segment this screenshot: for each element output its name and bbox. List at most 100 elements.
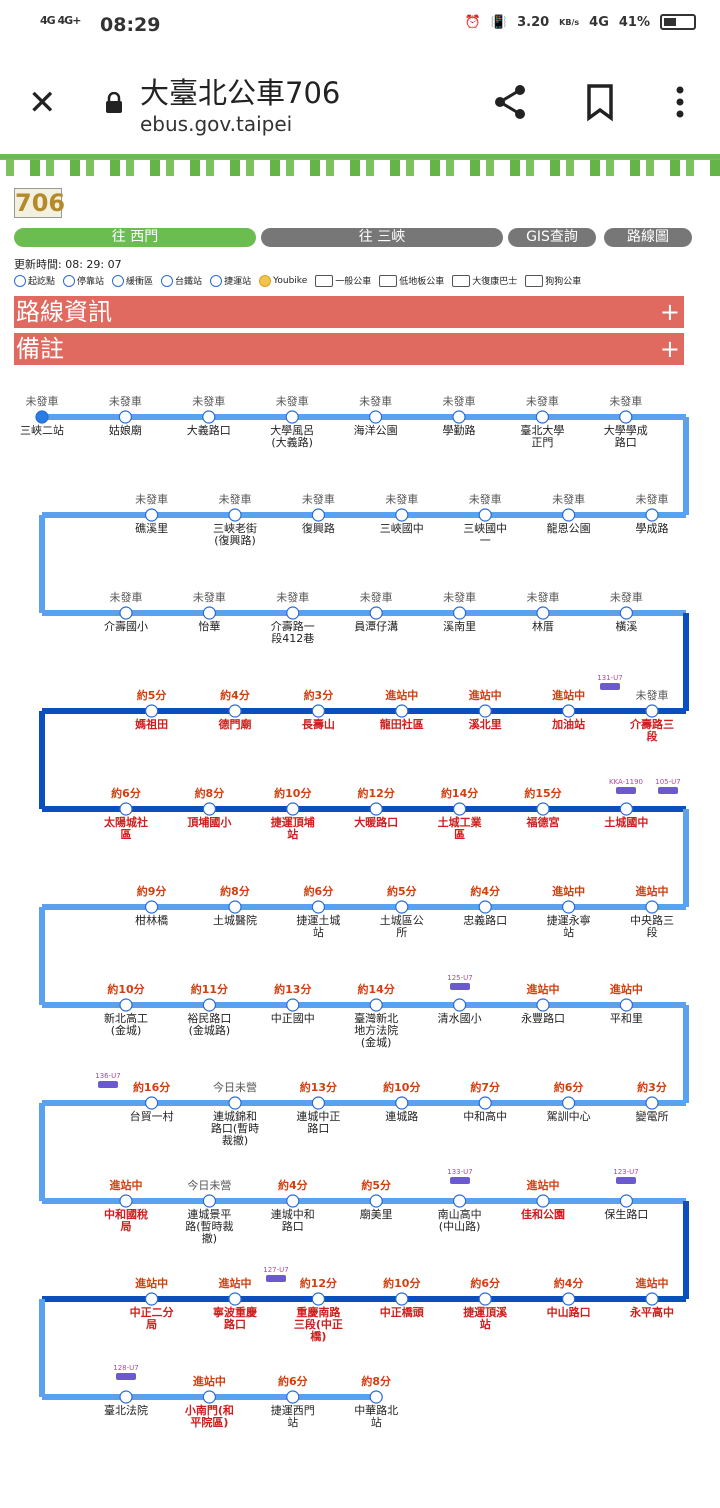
stop[interactable]: 約14分臺灣新北 地方法院 (金城) (334, 983, 418, 1049)
stop[interactable]: 未發車臺北大學 正門 (500, 395, 584, 449)
stop[interactable]: 約6分捷運頂溪 站 (443, 1277, 527, 1331)
stop[interactable]: 約6分捷運土城 站 (276, 885, 360, 939)
stop[interactable]: 約14分土城工業 區 (418, 787, 502, 841)
stop[interactable]: 進站中寧波重慶 路口 (193, 1277, 277, 1331)
stop[interactable]: 約6分捷運西門 站 (251, 1375, 335, 1429)
stop[interactable]: 未發車大學學成 路口 (584, 395, 668, 449)
bus-icon[interactable]: 105-U7 (648, 778, 688, 794)
bus-icon[interactable]: KKA-1190 (606, 778, 646, 794)
stop[interactable]: 約4分中山路口 (527, 1277, 611, 1319)
stop[interactable]: 約3分長壽山 (276, 689, 360, 731)
stop[interactable]: 約12分大暖路口 (334, 787, 418, 829)
stop[interactable]: 進站中溪北里 (443, 689, 527, 731)
stop[interactable]: 約10分捷運頂埔 站 (251, 787, 335, 841)
stop[interactable]: 未發車介壽路一 段412巷 (251, 591, 335, 645)
stop[interactable]: 未發車海洋公園 (334, 395, 418, 437)
stop[interactable]: 約11分裕民路口 (金城路) (167, 983, 251, 1037)
stop[interactable]: 約13分中正國中 (251, 983, 335, 1025)
stop[interactable]: 約4分連城中和 路口 (251, 1179, 335, 1233)
stop[interactable]: 約4分德門廟 (193, 689, 277, 731)
page-url[interactable]: ebus.gov.taipei (140, 112, 293, 136)
stop[interactable]: 未發車復興路 (276, 493, 360, 535)
stop[interactable]: 約13分連城中正 路口 (276, 1081, 360, 1135)
stop[interactable]: 約5分土城區公 所 (360, 885, 444, 939)
stop[interactable]: 未發車龍恩公園 (527, 493, 611, 535)
stop[interactable]: 未發車三峽老街 (復興路) (193, 493, 277, 547)
stop[interactable]: 約8分中華路北 站 (334, 1375, 418, 1429)
more-menu-icon[interactable] (660, 82, 700, 122)
bus-icon[interactable]: 127-U7 (256, 1266, 296, 1282)
stop[interactable]: 未發車介壽國小 (84, 591, 168, 633)
stop[interactable]: 未發車姑娘廟 (83, 395, 167, 437)
bus-icon[interactable]: 136-U7 (88, 1072, 128, 1088)
stop[interactable]: 南山高中 (中山路) (418, 1179, 502, 1233)
bookmark-icon[interactable] (580, 82, 620, 122)
stop[interactable]: 未發車三峽國中 (360, 493, 444, 535)
stop[interactable]: 未發車員潭仔溝 (334, 591, 418, 633)
stop[interactable]: 約16分台貿一村 (110, 1081, 194, 1123)
stop[interactable]: 約4分忠義路口 (443, 885, 527, 927)
stop[interactable]: 進站中龍田社區 (360, 689, 444, 731)
stop[interactable]: 進站中捷運永寧 站 (527, 885, 611, 939)
section-notes[interactable]: 備註+ (14, 333, 684, 365)
stop[interactable]: 進站中加油站 (527, 689, 611, 731)
tab-gis[interactable]: GIS查詢 (508, 228, 596, 247)
stop-name: 平和里 (609, 1012, 643, 1025)
stop[interactable]: 約10分中正橋頭 (360, 1277, 444, 1319)
bus-icon[interactable]: 123-U7 (606, 1168, 646, 1184)
tab-to-sanxia[interactable]: 往 三峽 (261, 228, 503, 247)
stop[interactable]: 進站中中和國稅 局 (84, 1179, 168, 1233)
bus-icon[interactable]: 128-U7 (106, 1364, 146, 1380)
tab-route-map[interactable]: 路線圖 (604, 228, 692, 247)
stop[interactable]: 進站中佳和公園 (501, 1179, 585, 1221)
stop[interactable]: 約8分土城醫院 (193, 885, 277, 927)
bus-icon[interactable]: 131-U7 (590, 674, 630, 690)
section-route-info[interactable]: 路線資訊+ (14, 296, 684, 328)
stop[interactable]: 未發車介壽路三 段 (610, 689, 694, 743)
stop[interactable]: 土城國中 (584, 787, 668, 829)
stop[interactable]: 約8分頂埔國小 (167, 787, 251, 829)
stop[interactable]: 約10分連城路 (360, 1081, 444, 1123)
stop[interactable]: 約10分新北高工 (金城) (84, 983, 168, 1037)
stop[interactable]: 進站中中正二分 局 (110, 1277, 194, 1331)
stop[interactable]: 約15分福德宮 (501, 787, 585, 829)
stop[interactable]: 進站中永豐路口 (501, 983, 585, 1025)
stop[interactable]: 約5分媽祖田 (110, 689, 194, 731)
stop-name: 龍田社區 (379, 718, 424, 731)
stop[interactable]: 約6分駕訓中心 (527, 1081, 611, 1123)
bus-icon[interactable]: 133-U7 (440, 1168, 480, 1184)
stop[interactable]: 今日未營連城景平 路(暫時裁 撤) (167, 1179, 251, 1245)
stop[interactable]: 進站中中央路三 段 (610, 885, 694, 939)
stop[interactable]: 未發車怡華 (167, 591, 251, 633)
stop[interactable]: 約9分柑林橋 (110, 885, 194, 927)
stop[interactable]: 進站中平和里 (584, 983, 668, 1025)
tab-to-ximen[interactable]: 往 西門 (14, 228, 256, 247)
stop[interactable]: 約3分變電所 (610, 1081, 694, 1123)
stop[interactable]: 進站中小南門(和 平院區) (167, 1375, 251, 1429)
stop[interactable]: 未發車橫溪 (584, 591, 668, 633)
share-icon[interactable] (490, 82, 530, 122)
stop[interactable]: 今日未營連城錦和 路口(暫時 裁撤) (193, 1081, 277, 1147)
stop[interactable]: 清水國小 (418, 983, 502, 1025)
stop[interactable]: 未發車林厝 (501, 591, 585, 633)
stop[interactable]: 臺北法院 (84, 1375, 168, 1417)
close-icon[interactable]: ✕ (28, 83, 57, 123)
stop-eta: 進站中 (385, 689, 419, 702)
stop[interactable]: 約5分廟美里 (334, 1179, 418, 1221)
stop[interactable]: 約7分中和高中 (443, 1081, 527, 1123)
bus-icon[interactable]: 125-U7 (440, 974, 480, 990)
stop[interactable]: 約6分太陽城社 區 (84, 787, 168, 841)
stop[interactable]: 未發車大學風呂 (大義路) (250, 395, 334, 449)
stop-eta: 約6分 (553, 1081, 584, 1094)
stop[interactable]: 保生路口 (584, 1179, 668, 1221)
stop[interactable]: 未發車三峽二站 (0, 395, 84, 437)
stop[interactable]: 未發車學勤路 (417, 395, 501, 437)
stop[interactable]: 未發車溪南里 (418, 591, 502, 633)
stop-eta: 約6分 (111, 787, 141, 800)
stop[interactable]: 未發車學成路 (610, 493, 694, 535)
stop[interactable]: 約12分重慶南路 三段(中正 橋) (276, 1277, 360, 1343)
stop[interactable]: 未發車大義路口 (167, 395, 251, 437)
stop[interactable]: 未發車三峽國中 一 (443, 493, 527, 547)
stop[interactable]: 進站中永平高中 (610, 1277, 694, 1319)
stop[interactable]: 未發車礁溪里 (110, 493, 194, 535)
